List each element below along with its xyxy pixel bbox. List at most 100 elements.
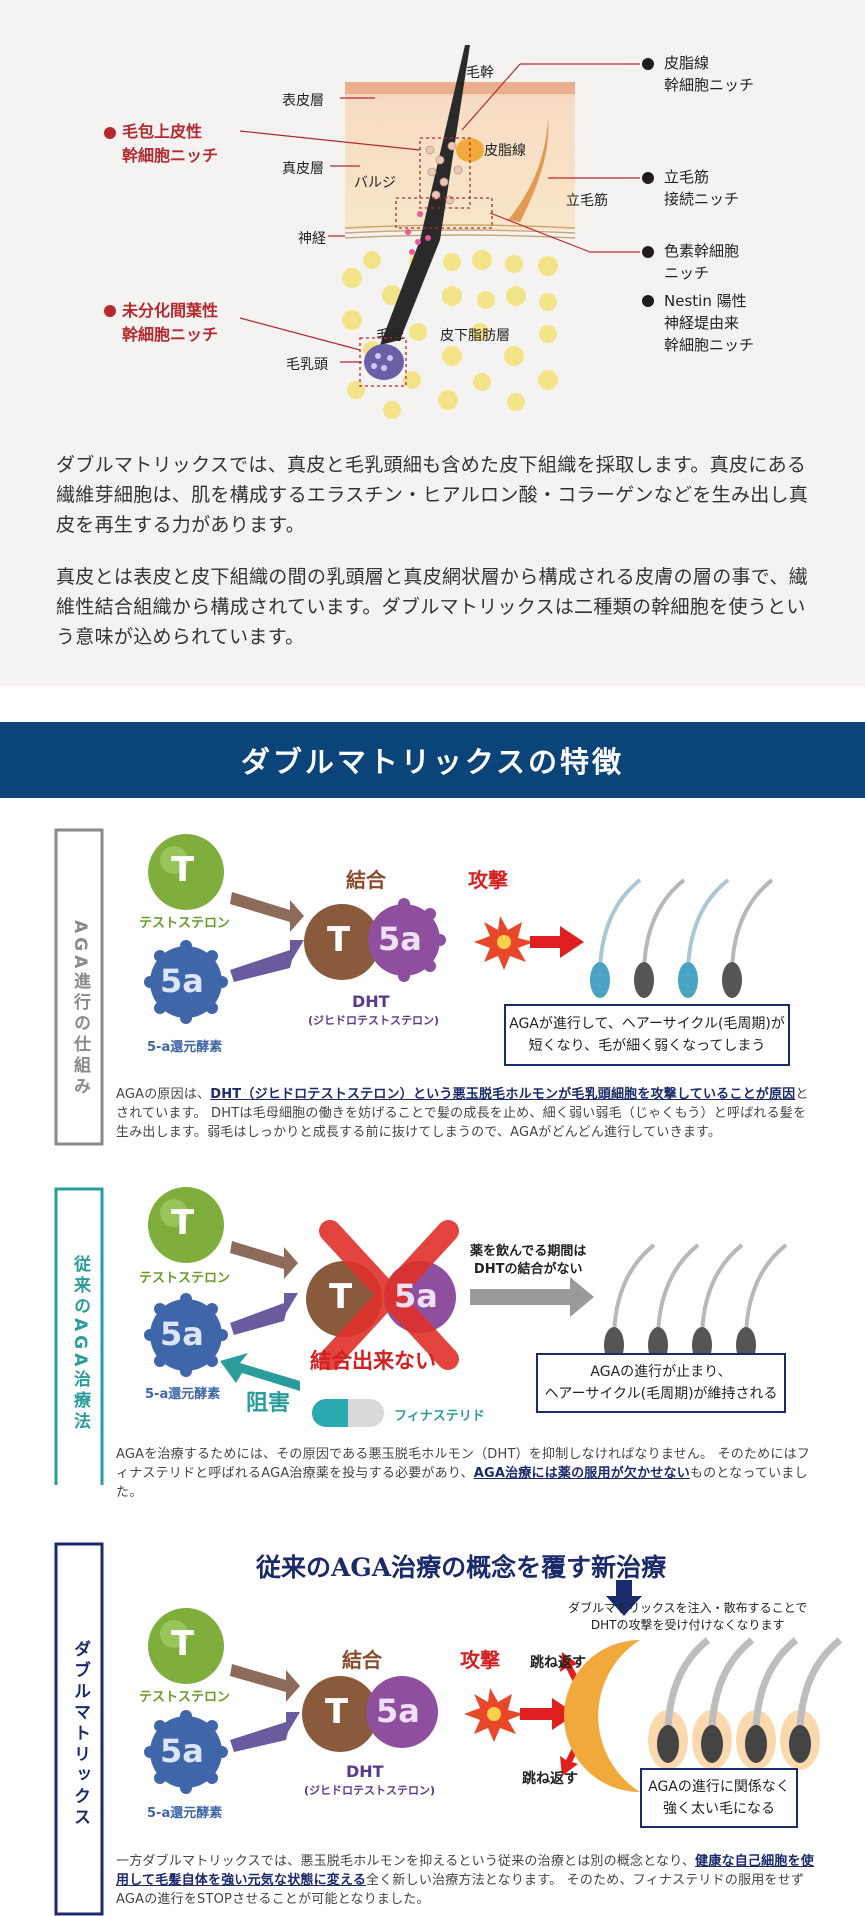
nerve-lines	[344, 224, 576, 239]
combine-label: 結合	[346, 868, 386, 892]
panel3-note-line2: DHTの攻撃を受け付けなくなります	[590, 1618, 785, 1632]
niche-label-nestin: Nestin 陽性 神経堤由来 幹細胞ニッチ	[664, 290, 754, 356]
niche-label-arrector-line2: 接続ニッチ	[664, 190, 740, 208]
dht-label: DHT	[352, 992, 390, 1011]
dermal-papilla	[364, 344, 404, 380]
niche-label-sebaceous: 皮脂線 幹細胞ニッチ	[664, 52, 754, 96]
arrow-enzyme-to-dht	[230, 1712, 300, 1752]
dht-t-letter: T	[329, 1277, 353, 1317]
panel3-heading: 従来のAGA治療の概念を覆す新治療	[256, 1553, 667, 1582]
attack-label: 攻撃	[468, 868, 508, 892]
niche-label-arrector: 立毛筋 接続ニッチ	[664, 166, 739, 210]
testosterone-letter: T	[171, 1624, 195, 1664]
finasteride-label: フィナステリド	[394, 1409, 485, 1424]
niche-label-pigment-line2: ニッチ	[664, 264, 710, 282]
attack-label: 攻撃	[460, 1648, 500, 1672]
panel3-result-line1: AGAの進行に関係なく	[648, 1779, 790, 1795]
bullet-dots	[642, 58, 654, 307]
label-arrector: 立毛筋	[566, 193, 608, 209]
enzyme-molecule	[144, 940, 228, 1024]
niche-dashed-boxes	[359, 137, 493, 387]
attack-burst-core	[487, 1707, 501, 1721]
panel3-desc-b: 全く新しい治療方法となります。 そのため、フィナステリドの服用をせずAGAの進行…	[116, 1873, 805, 1907]
bounce-bottom-label: 跳ね返す	[522, 1771, 578, 1787]
label-subcutaneous: 皮下脂肪層	[440, 328, 510, 344]
conventional-treatment-illustration	[54, 1187, 788, 1485]
dht-t-molecule	[304, 904, 380, 980]
pigment-cells	[405, 211, 431, 255]
testosterone-letter: T	[171, 1203, 195, 1243]
niche-label-sebaceous-line2: 幹細胞ニッチ	[664, 76, 755, 94]
label-nerve: 神経	[298, 231, 326, 247]
panel1-desc-a: AGAの原因は、	[116, 1087, 211, 1102]
panel3-result-line2: 強く太い毛になる	[663, 1801, 775, 1817]
panel2-label-frame	[54, 1187, 104, 1485]
testosterone-label: テストステロン	[139, 916, 231, 931]
red-bullet-dots	[104, 127, 116, 317]
niche-label-pigment-line1: 色素幹細胞	[664, 242, 740, 260]
dht-t-letter: T	[325, 1692, 349, 1732]
features-title-band: ダブルマトリックスの特徴	[0, 722, 865, 798]
panel1-result-line1: AGAが進行して、ヘアーサイクル(毛周期)が	[509, 1016, 785, 1032]
maintained-hairs	[604, 1243, 788, 1363]
enzyme-molecule	[144, 1710, 228, 1794]
dht-label: DHT	[346, 1762, 384, 1781]
enzyme-letter: 5a	[160, 1732, 204, 1770]
enzyme-label: 5-a還元酵素	[145, 1387, 221, 1402]
attack-arrow	[520, 1698, 576, 1730]
panel2-desc-emphasis: AGA治療には薬の服用が欠かせない	[473, 1466, 690, 1481]
panel-double-matrix: ダブルマトリックス 従来のAGA治療の概念を覆す新治療 T 5a T 5a テス…	[0, 1540, 865, 1916]
panel3-description: 一方ダブルマトリックスでは、悪玉脱毛ホルモンを抑えるという従来の治療とは別の概念…	[116, 1852, 816, 1909]
label-sebaceous: 皮脂線	[484, 143, 526, 159]
weak-hairs	[590, 878, 774, 998]
enzyme-molecule	[144, 1293, 228, 1377]
panel2-result-box: AGAの進行が止まり、 ヘアーサイクル(毛周期)が維持される	[536, 1353, 786, 1413]
arrow-enzyme-to-dht	[230, 1293, 298, 1335]
testosterone-highlight	[160, 1620, 188, 1648]
niche-label-epithelial-line1: 毛包上皮性	[122, 122, 203, 141]
panel1-desc-emphasis: DHT（ジヒドロテストステロン）という悪玉脱毛ホルモンが毛乳頭細胞を攻撃している…	[210, 1087, 796, 1102]
panel3-note-line1: ダブルマトリックスを注入・散布することで	[568, 1601, 808, 1615]
panel1-label-frame	[54, 828, 104, 1146]
intro-paragraph-1: ダブルマトリックスでは、真皮と毛乳頭細も含めた皮下組織を採取します。真皮にある繊…	[56, 454, 809, 536]
niche-label-epithelial: 毛包上皮性 幹細胞ニッチ	[122, 120, 218, 168]
panel2-note-line2: DHTの結合がない	[473, 1262, 583, 1277]
label-bulge: バルジ	[354, 175, 396, 191]
panel3-note: ダブルマトリックスを注入・散布することで DHTの攻撃を受け付けなくなります	[568, 1600, 807, 1634]
leader-lines	[239, 63, 640, 363]
arrector-muscle	[508, 118, 549, 222]
hair-diagram-section: 表皮層 真皮層 神経 毛乳頭 毛幹 皮脂線 バルジ 立毛筋 毛母 皮下脂肪層 毛…	[0, 0, 865, 686]
blocked-x-mark	[319, 1220, 459, 1370]
testosterone-label: テストステロン	[139, 1271, 231, 1286]
niche-label-nestin-line2: 神経堤由来	[664, 314, 740, 332]
panel2-description: AGAを治療するためには、その原因である悪玉脱毛ホルモン（DHT）を抑制しなけれ…	[116, 1445, 810, 1502]
testosterone-highlight	[160, 846, 188, 874]
dht-t-molecule	[302, 1676, 378, 1752]
panel-aga-mechanism: AGA進行の仕組み T 5a T 5a テストステロン 5-a還元酵素 結合 攻…	[0, 820, 865, 1150]
niche-label-mesenchymal-line2: 幹細胞ニッチ	[122, 325, 219, 344]
dht-5a-molecule	[368, 898, 446, 982]
panel3-desc-emphasis: 健康な自己細胞を使用して毛髪自体を強い元気な状態に変える	[116, 1854, 814, 1888]
label-hair-matrix: 毛母	[376, 328, 404, 344]
panel-conventional-treatment: 従来のAGA治療法 T 5a T 5a テストステロン 5-a還元酵素 結合出来…	[0, 1185, 865, 1500]
injection-arrow	[606, 1580, 642, 1616]
arrow-testosterone-to-dht	[230, 1241, 298, 1279]
no-combine-label: 結合出来ない	[310, 1349, 436, 1373]
intro-paragraph-2: 真皮とは表皮と皮下組織の間の乳頭層と真皮網状層から構成される皮膚の層の事で、繊維…	[56, 566, 808, 648]
block-arrow	[220, 1353, 300, 1391]
panel2-vertical-label: 従来のAGA治療法	[70, 1255, 90, 1434]
arrow-enzyme-to-dht	[230, 940, 304, 982]
panel1-vertical-label: AGA進行の仕組み	[70, 920, 90, 1099]
dht-a-letter: 5a	[394, 1277, 438, 1315]
testosterone-label: テストステロン	[139, 1690, 231, 1705]
arrow-testosterone-to-dht	[230, 1664, 300, 1702]
enzyme-label: 5-a還元酵素	[147, 1040, 223, 1055]
capsule-half	[312, 1399, 348, 1427]
dht-sub-label: (ジヒドロテストステロン)	[308, 1014, 440, 1027]
dht-t-letter: T	[327, 920, 351, 960]
papilla-dots	[371, 353, 393, 371]
niche-label-epithelial-line2: 幹細胞ニッチ	[122, 146, 219, 165]
niche-label-sebaceous-line1: 皮脂線	[664, 54, 710, 72]
bounce-top-label: 跳ね返す	[530, 1655, 586, 1671]
panel1-description: AGAの原因は、DHT（ジヒドロテストステロン）という悪玉脱毛ホルモンが毛乳頭細…	[116, 1085, 810, 1142]
